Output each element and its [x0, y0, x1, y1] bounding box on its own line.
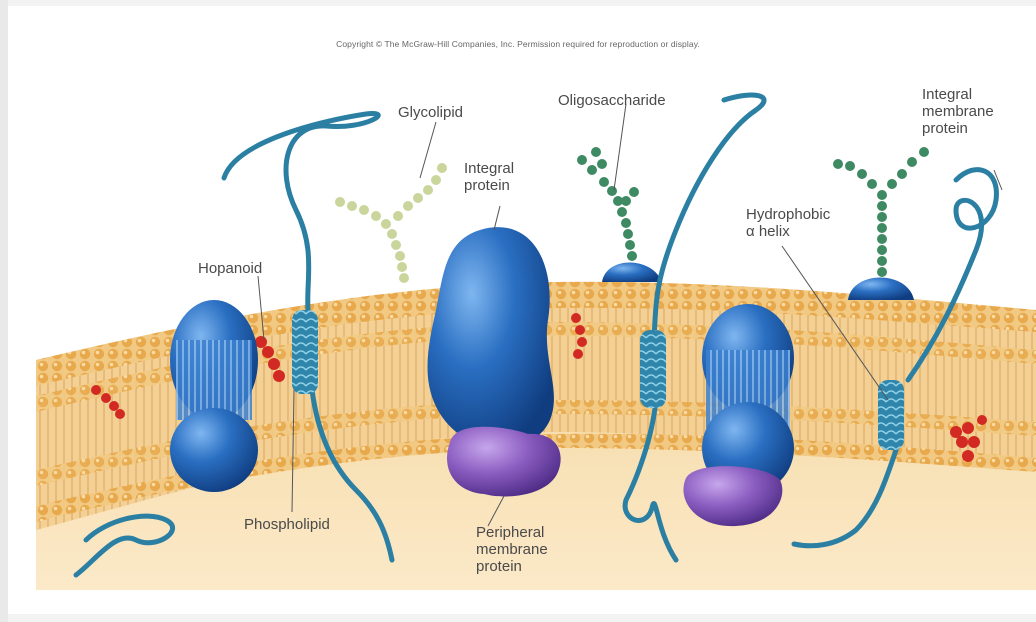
copyright-notice: Copyright © The McGraw-Hill Companies, I… [0, 39, 1036, 49]
label-integral-membrane-protein: Integral membrane protein [922, 86, 994, 137]
label-glycolipid: Glycolipid [398, 104, 463, 121]
label-integral-protein: Integral protein [464, 160, 514, 194]
label-hopanoid: Hopanoid [198, 260, 262, 277]
glycolipid-chain [335, 163, 447, 283]
left-shadow [0, 0, 8, 622]
membrane-illustration [36, 60, 1036, 590]
helix-coil-2 [640, 330, 666, 408]
label-phospholipid: Phospholipid [244, 516, 330, 533]
label-peripheral-membrane-protein: Peripheral membrane protein [476, 524, 548, 575]
label-hydrophobic-helix: Hydrophobic α helix [746, 206, 830, 240]
cell-membrane-diagram: Glycolipid Oligosaccharide Integral prot… [36, 60, 1036, 590]
channel-protein-left [170, 300, 258, 492]
peripheral-protein-center [447, 427, 561, 497]
helix-coil-1 [292, 310, 318, 394]
oligosaccharide-chain-1 [577, 147, 662, 282]
oligosaccharide-chain-2 [833, 147, 929, 300]
integral-protein-center [428, 227, 561, 496]
label-oligosaccharide: Oligosaccharide [558, 92, 666, 109]
